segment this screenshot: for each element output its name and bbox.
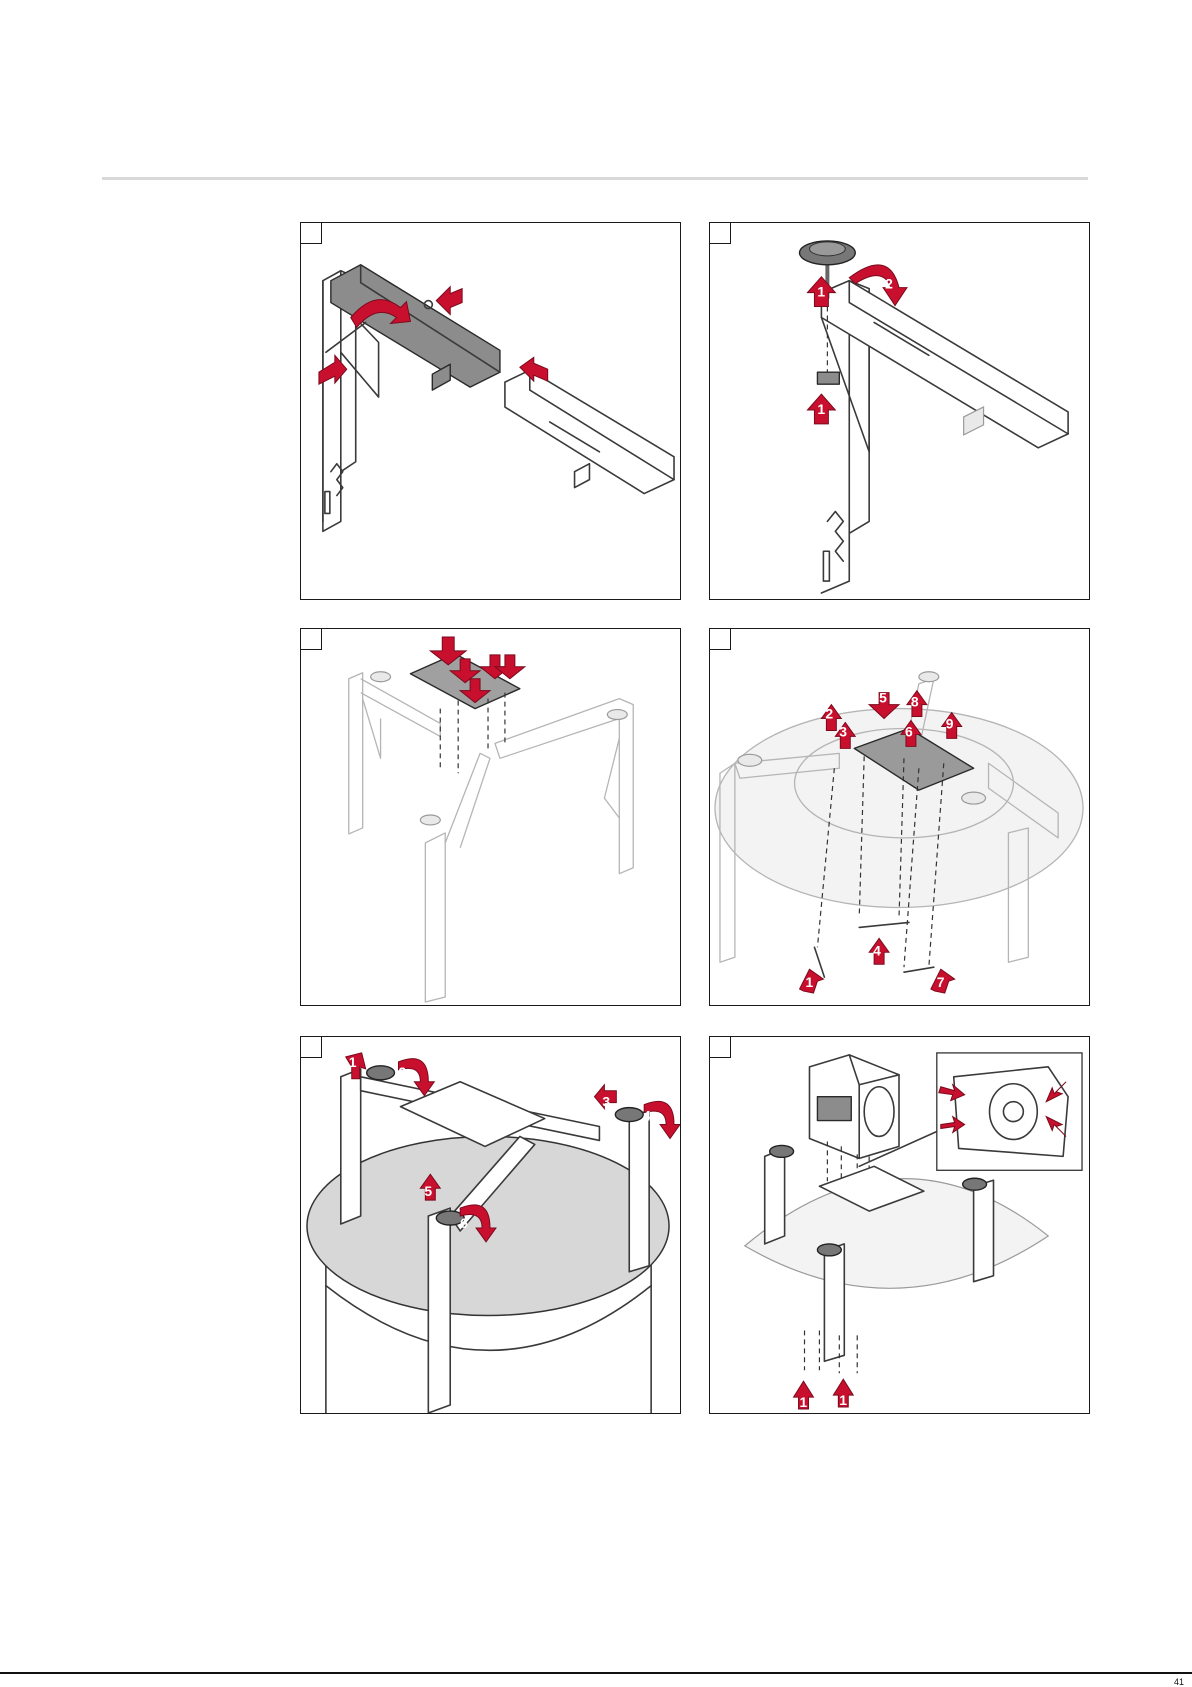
- callout-number: 8: [911, 694, 919, 710]
- callout-number: 2: [398, 1064, 406, 1080]
- callout-number: 2: [825, 706, 833, 722]
- step-4-illustration: 2 3 5 8 6 9 4 1 7: [710, 629, 1089, 1005]
- callout-number: 1: [349, 1054, 357, 1070]
- callout-number: 1: [806, 974, 814, 990]
- callout-number: 1: [817, 284, 825, 300]
- step-3-illustration: [301, 629, 680, 1005]
- step-number-box: [709, 222, 731, 244]
- callout-number: 6: [460, 1215, 468, 1231]
- footer-rule: [0, 1672, 1192, 1674]
- callout-number: 1: [800, 1394, 808, 1410]
- step-number-box: [709, 628, 731, 650]
- page-number: 41: [1174, 1677, 1184, 1687]
- callout-number: 4: [643, 1108, 651, 1124]
- callout-number: 4: [873, 942, 881, 958]
- step-6-illustration: 1 1: [710, 1037, 1089, 1413]
- step-5-panel: 1 2 3 4 5 6: [300, 1036, 681, 1414]
- callout-number: 7: [937, 974, 945, 990]
- step-number-box: [300, 628, 322, 650]
- callout-number: 3: [602, 1094, 610, 1110]
- callout-number: 9: [946, 715, 954, 731]
- callout-number: 5: [879, 690, 887, 706]
- step-5-illustration: 1 2 3 4 5 6: [301, 1037, 680, 1413]
- step-2-illustration: 1 2 1: [710, 223, 1089, 599]
- step-6-panel: 1 1: [709, 1036, 1090, 1414]
- step-number-box: [300, 222, 322, 244]
- callout-number: 5: [424, 1183, 432, 1199]
- step-2-panel: 1 2 1: [709, 222, 1090, 600]
- step-3-panel: [300, 628, 681, 1006]
- callout-number: 1: [839, 1392, 847, 1408]
- callout-number: 1: [817, 401, 825, 417]
- step-1-illustration: [301, 223, 680, 599]
- step-4-panel: 2 3 5 8 6 9 4 1 7: [709, 628, 1090, 1006]
- header-rule: [102, 177, 1088, 180]
- step-number-box: [709, 1036, 731, 1058]
- step-1-panel: [300, 222, 681, 600]
- callout-number: 3: [839, 723, 847, 739]
- callout-number: 2: [885, 276, 893, 292]
- callout-number: 6: [905, 723, 913, 739]
- step-number-box: [300, 1036, 322, 1058]
